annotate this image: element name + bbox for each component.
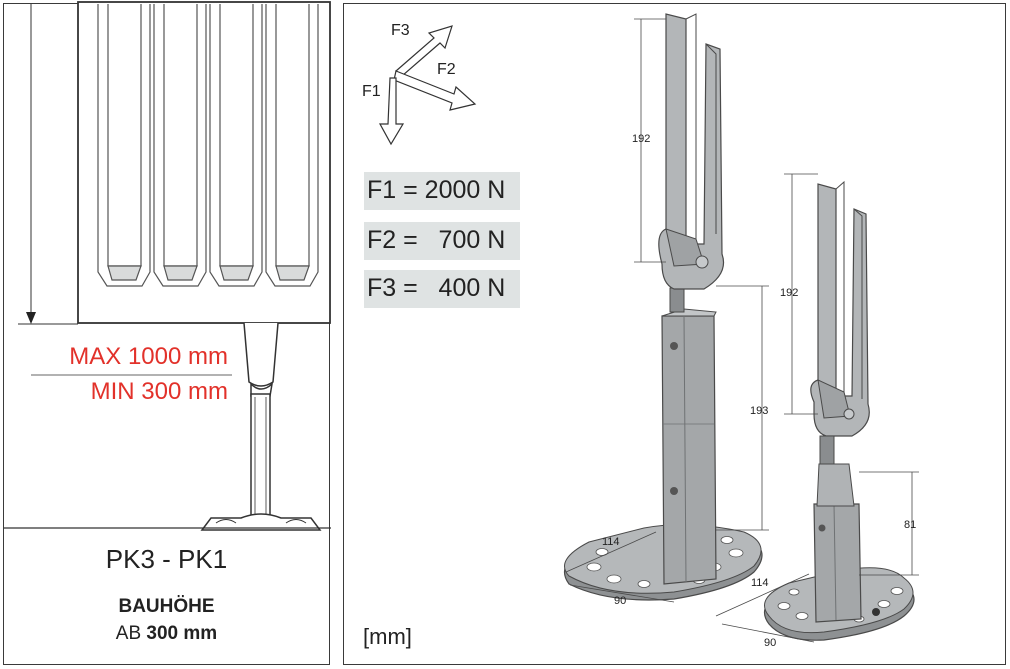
max-height-label: MAX 1000 mm	[69, 343, 228, 370]
dim-tall-top: 192	[632, 133, 650, 145]
bauhoehe-value: 300 mm	[146, 623, 218, 644]
f3-label: F3	[391, 22, 410, 39]
dim-tall-width: 90	[614, 595, 626, 607]
force-direction-diagram: F3 F2 F1	[362, 22, 477, 146]
f1-arrow-icon	[378, 77, 405, 146]
tall-bracket	[564, 13, 769, 603]
model-label: PK3 - PK1	[105, 544, 228, 574]
dim-tall-mid: 193	[750, 405, 768, 417]
force-value-f2: F2 = 700 N	[367, 226, 506, 254]
dim-tall-depth: 114	[602, 536, 620, 548]
bauhoehe-line: AB 300 mm	[4, 623, 329, 645]
min-height-label: MIN 300 mm	[90, 378, 228, 405]
radiator-columns	[97, 4, 319, 287]
bauhoehe-title: BAUHÖHE	[118, 596, 215, 617]
dim-short-depth: 114	[751, 577, 769, 589]
bracket-illustration: 192 193 114 90 192 81 114 90	[564, 13, 919, 649]
force-row-f2: F2 = 700 N	[364, 222, 520, 260]
left-panel: MAX 1000 mm MIN 300 mm PK3 - PK1 BAUHÖHE…	[3, 1, 331, 665]
dim-short-mid: 81	[904, 519, 916, 531]
f2-label: F2	[437, 61, 456, 78]
dimension-arrow-icon	[26, 312, 36, 324]
radiator-diagram	[4, 1, 331, 531]
bauhoehe-prefix: AB	[115, 623, 142, 644]
units-label: [mm]	[363, 624, 412, 649]
f3-arrow-icon	[395, 25, 453, 77]
right-panel: F3 F2 F1 F1 = 2000 N F2 = 700 N F3 = 400…	[343, 3, 1006, 665]
f1-label: F1	[362, 83, 381, 100]
dim-short-width: 90	[764, 637, 776, 649]
force-row-f1: F1 = 2000 N	[364, 172, 520, 210]
force-row-f3: F3 = 400 N	[364, 270, 520, 308]
bracket-stand	[200, 322, 322, 531]
f2-arrow-icon	[393, 70, 477, 111]
force-value-f3: F3 = 400 N	[367, 274, 506, 302]
force-value-f1: F1 = 2000 N	[367, 176, 506, 204]
dim-short-top: 192	[780, 287, 798, 299]
short-bracket	[715, 173, 919, 643]
